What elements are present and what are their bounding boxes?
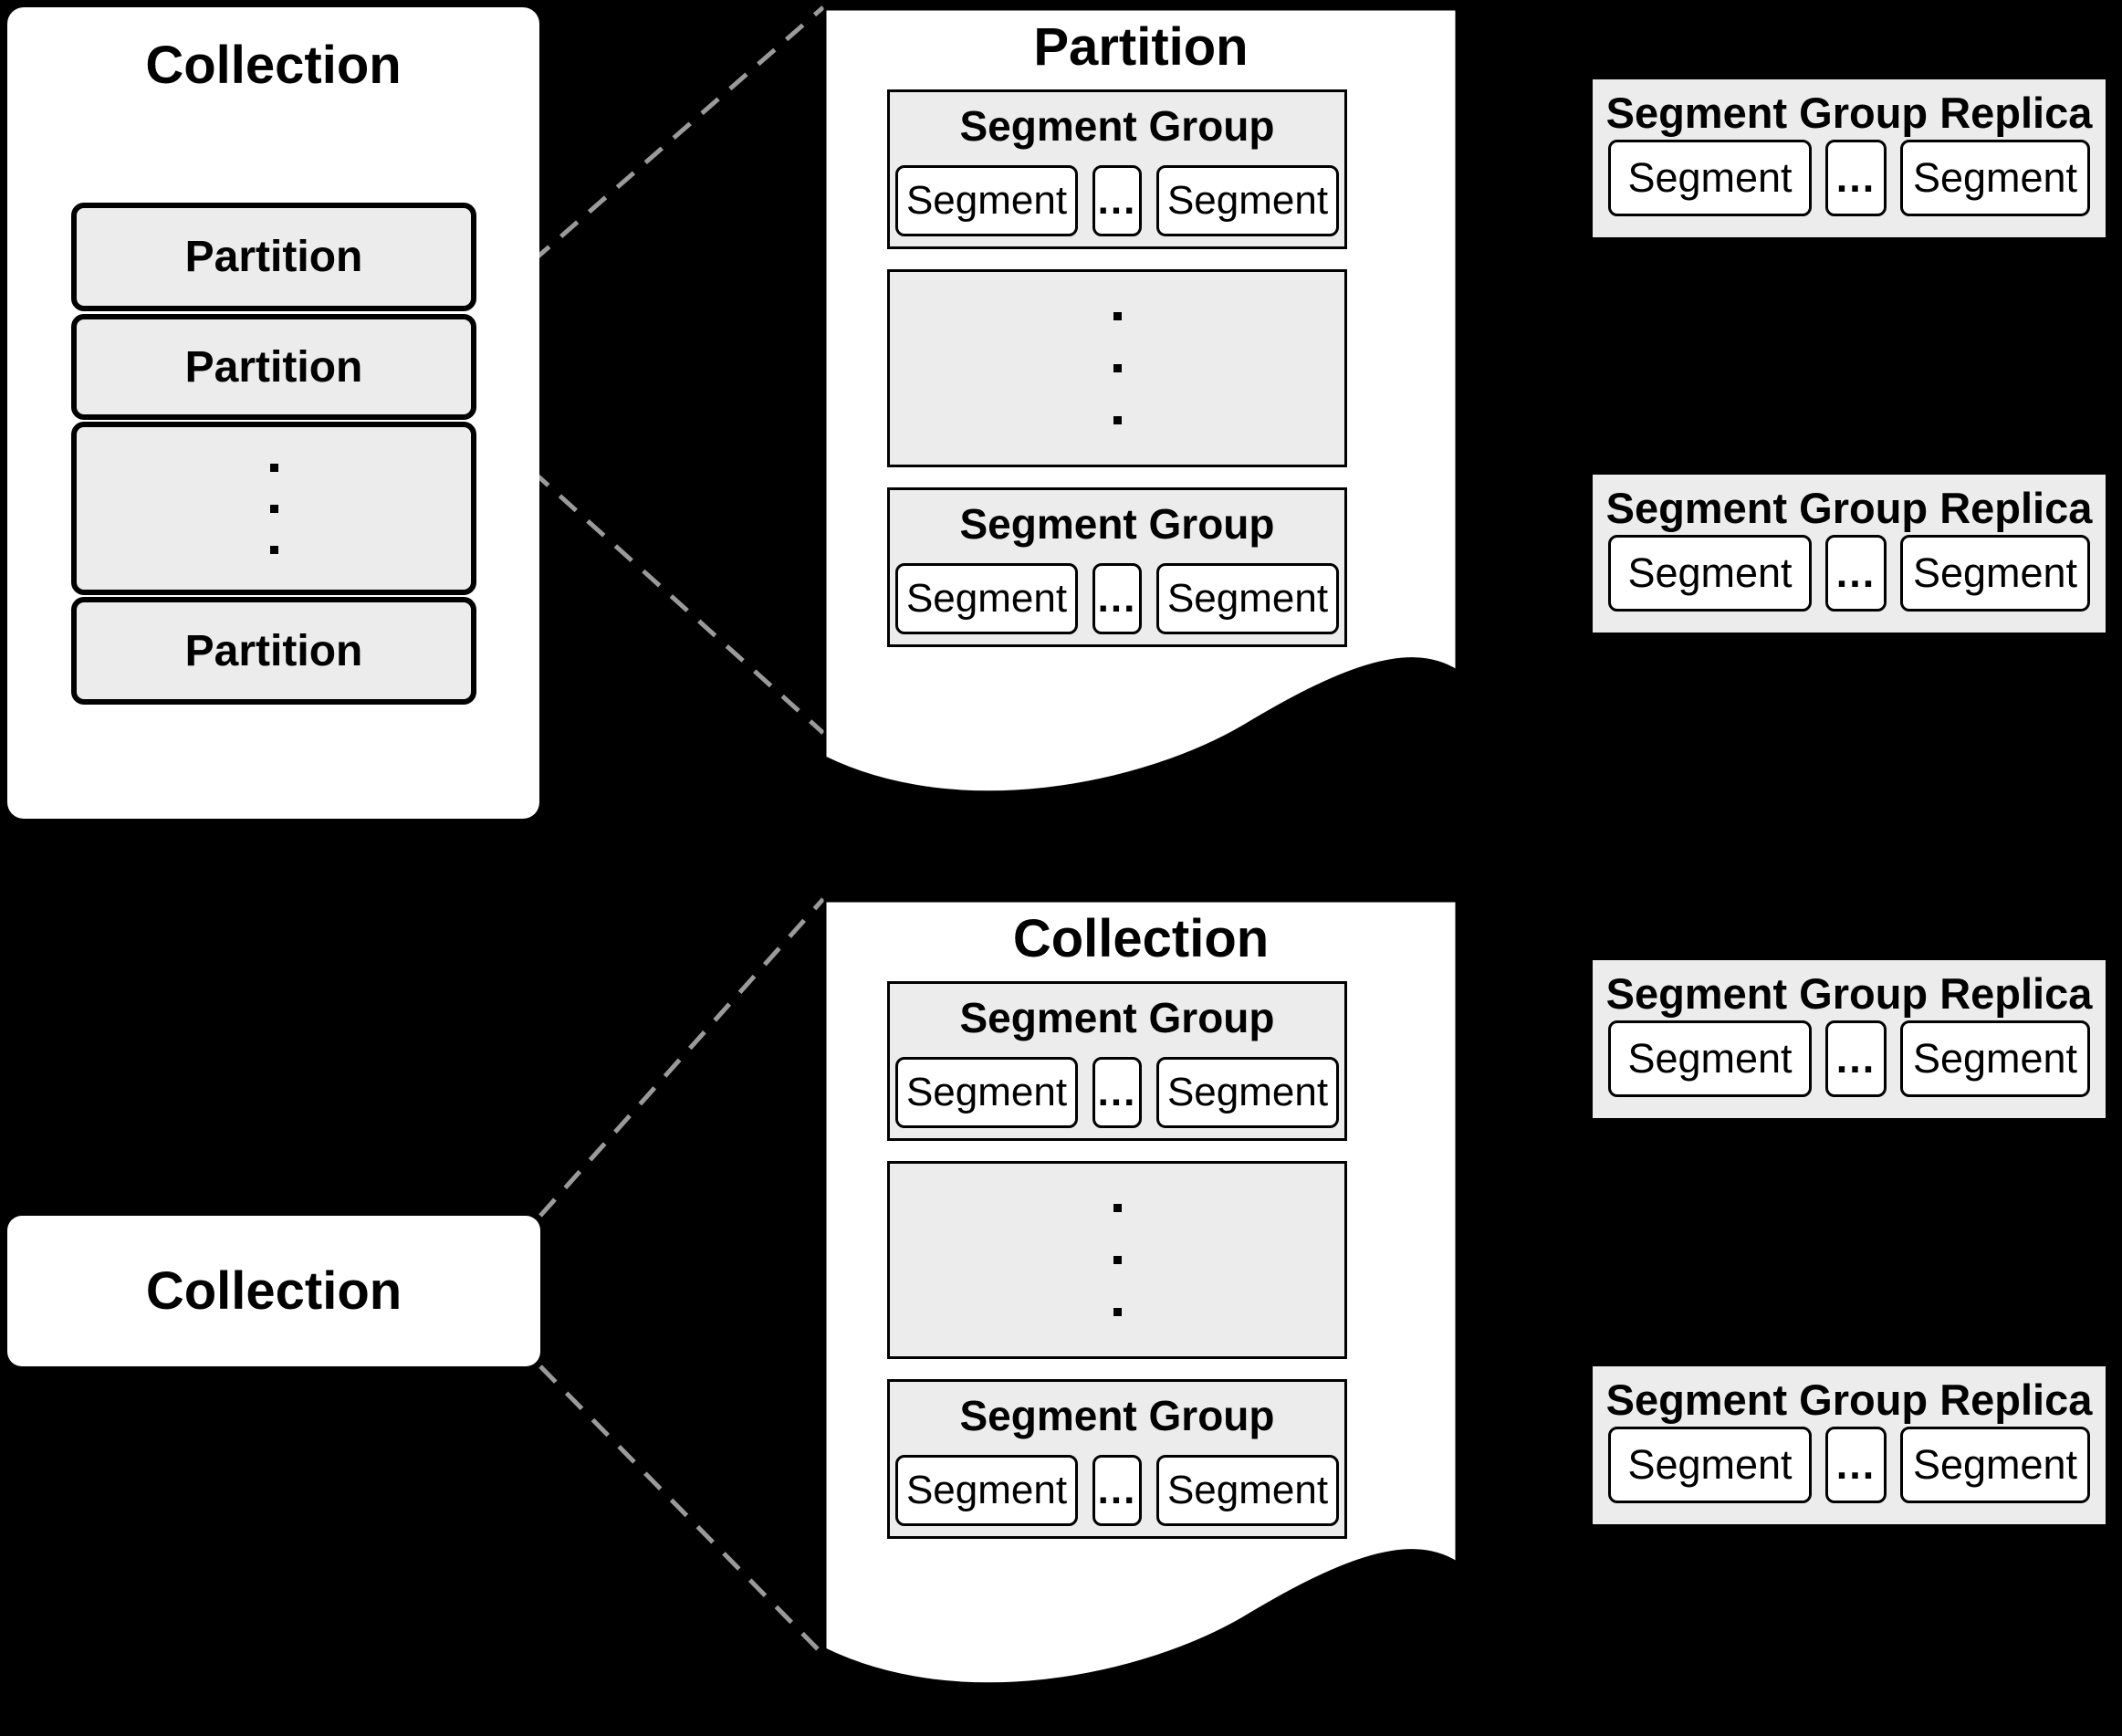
segment-group-box: Segment Group Segment ... Segment: [887, 981, 1347, 1141]
partition-box-1: Partition: [71, 203, 476, 311]
segment-box: Segment: [1156, 1057, 1339, 1128]
ellipsis-box: ...: [1092, 1057, 1142, 1128]
segment-group-replica-box-4: Segment Group Replica Segment ... Segmen…: [1593, 1366, 2106, 1524]
partition-page: Partition Segment Group Segment ... Segm…: [823, 7, 1458, 829]
segment-box: Segment: [1900, 1427, 2090, 1503]
segment-box: Segment: [895, 1057, 1078, 1128]
collection-page-title: Collection: [1012, 909, 1270, 968]
segment-group-box: Segment Group Segment ... Segment: [887, 89, 1347, 249]
collection-label-title: Collection: [145, 1261, 402, 1321]
segment-box: Segment: [1900, 1020, 2090, 1097]
collection-page: Collection Segment Group Segment ... Seg…: [823, 899, 1458, 1720]
segment-box: Segment: [1900, 535, 2090, 612]
segment-group-more-box: [887, 1161, 1347, 1359]
segment-box: Segment: [1608, 1427, 1812, 1503]
segment-group-replica-box-2: Segment Group Replica Segment ... Segmen…: [1593, 475, 2106, 633]
segment-group-replica-box-1: Segment Group Replica Segment ... Segmen…: [1593, 79, 2106, 237]
replica-title: Segment Group Replica: [1605, 484, 2093, 532]
ellipsis-box: ...: [1825, 140, 1887, 216]
ellipsis-box: ...: [1092, 1455, 1142, 1526]
partition-box-2-label: Partition: [184, 342, 363, 392]
segment-box: Segment: [1608, 1020, 1812, 1097]
segment-box: Segment: [1900, 140, 2090, 216]
partition-box-3: Partition: [71, 597, 476, 705]
segment-group-title: Segment Group: [959, 500, 1275, 548]
segment-box: Segment: [1608, 140, 1812, 216]
replica-title: Segment Group Replica: [1605, 969, 2093, 1018]
replica-title: Segment Group Replica: [1605, 89, 2093, 137]
segment-box: Segment: [1156, 563, 1339, 634]
dashed-line-collection-top: [538, 897, 825, 1218]
partition-more-box: [71, 422, 476, 595]
segment-box: Segment: [1156, 165, 1339, 236]
segment-box: Segment: [895, 165, 1078, 236]
vertical-ellipsis-icon: [269, 463, 278, 554]
ellipsis-box: ...: [1092, 165, 1142, 236]
segment-group-title: Segment Group: [959, 102, 1275, 150]
segment-box: Segment: [1156, 1455, 1339, 1526]
collection-container: Collection Partition Partition Partition: [7, 7, 539, 819]
segment-group-title: Segment Group: [959, 994, 1275, 1041]
ellipsis-box: ...: [1092, 563, 1142, 634]
ellipsis-box: ...: [1825, 1427, 1887, 1503]
partition-box-2: Partition: [71, 314, 476, 420]
segment-group-more-box: [887, 269, 1347, 467]
collection-container-title: Collection: [145, 36, 402, 95]
segment-group-box: Segment Group Segment ... Segment: [887, 1379, 1347, 1539]
segment-group-replica-box-3: Segment Group Replica Segment ... Segmen…: [1593, 960, 2106, 1118]
ellipsis-box: ...: [1825, 1020, 1887, 1097]
segment-box: Segment: [895, 563, 1078, 634]
partition-page-title: Partition: [1033, 17, 1249, 77]
segment-box: Segment: [1608, 535, 1812, 612]
partition-box-1-label: Partition: [184, 233, 363, 281]
segment-box: Segment: [895, 1455, 1078, 1526]
segment-group-box: Segment Group Segment ... Segment: [887, 487, 1347, 647]
collection-label-box: Collection: [7, 1216, 540, 1366]
vertical-ellipsis-icon: [1113, 312, 1122, 424]
vertical-ellipsis-icon: [1113, 1204, 1122, 1316]
dashed-line-collection-bottom: [538, 1365, 825, 1657]
ellipsis-box: ...: [1825, 535, 1887, 612]
segment-group-title: Segment Group: [959, 1392, 1275, 1439]
replica-title: Segment Group Replica: [1605, 1375, 2093, 1424]
partition-box-3-label: Partition: [184, 626, 363, 675]
